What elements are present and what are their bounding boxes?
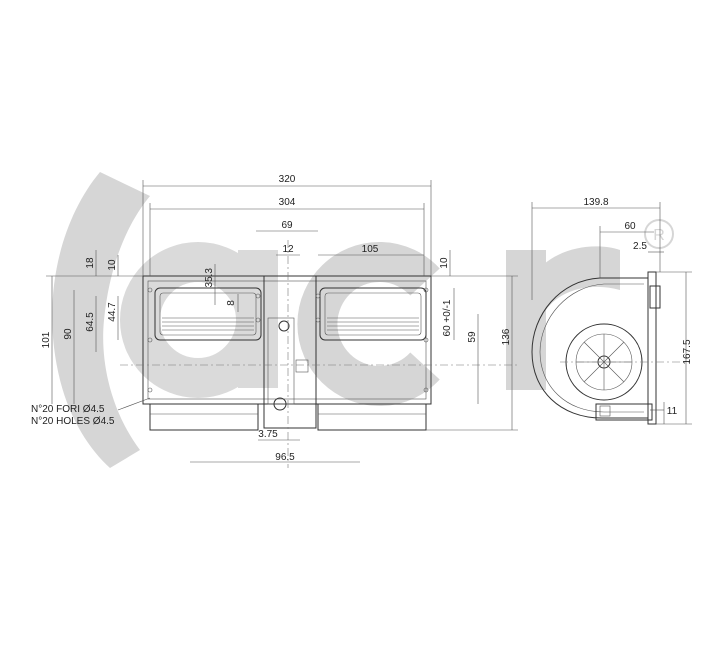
- svg-text:18: 18: [85, 257, 96, 269]
- dim-69: 69: [256, 220, 318, 232]
- dim-2-5: 2.5: [633, 241, 664, 253]
- svg-text:101: 101: [41, 331, 52, 348]
- note-holes-en: N°20 HOLES Ø4.5: [31, 416, 115, 427]
- dim-304: 304: [149, 197, 425, 276]
- dim-12: 12: [276, 244, 300, 256]
- blower-scroll: [531, 277, 649, 419]
- dim-139-8: 139.8: [531, 197, 661, 300]
- svg-text:8: 8: [226, 300, 237, 306]
- svg-text:60: 60: [624, 221, 636, 232]
- svg-text:10: 10: [107, 259, 118, 271]
- dim-8: 8: [226, 294, 239, 312]
- svg-text:10: 10: [439, 257, 450, 269]
- svg-text:136: 136: [501, 328, 512, 345]
- svg-text:69: 69: [281, 220, 293, 231]
- registered-mark-icon: [644, 219, 674, 249]
- dim-60-side: 60: [599, 221, 654, 278]
- dim-60-tol: 60 +0/-1: [442, 288, 455, 340]
- dim-320: 320: [142, 174, 432, 276]
- dim-35-3: 35.3: [204, 264, 216, 305]
- dim-101: 101: [41, 275, 143, 404]
- right-blower-outlet: [319, 287, 427, 341]
- dim-59: 59: [467, 314, 479, 404]
- motor-bracket: [263, 275, 317, 429]
- svg-text:44.7: 44.7: [107, 302, 118, 322]
- note-holes-it: N°20 FORI Ø4.5: [31, 404, 105, 415]
- watermark-logo: R: [52, 172, 674, 468]
- svg-text:35.3: 35.3: [204, 268, 215, 288]
- svg-text:11: 11: [667, 406, 678, 417]
- mounting-holes: [147, 287, 429, 393]
- svg-text:2.5: 2.5: [633, 241, 647, 252]
- dim-105: 105: [318, 244, 424, 256]
- svg-text:304: 304: [279, 197, 296, 208]
- dim-136: 136: [426, 275, 518, 431]
- svg-text:12: 12: [282, 244, 294, 255]
- svg-text:60 +0/-1: 60 +0/-1: [442, 299, 453, 336]
- dim-64-5: 64.5: [85, 296, 97, 352]
- svg-text:139.8: 139.8: [583, 197, 608, 208]
- svg-text:90: 90: [63, 328, 74, 340]
- dim-44-7: 44.7: [107, 296, 119, 340]
- dim-3-75: 3.75: [258, 429, 300, 441]
- svg-text:105: 105: [362, 244, 379, 255]
- svg-text:320: 320: [279, 174, 296, 185]
- registered-mark: R: [653, 227, 665, 244]
- svg-text:59: 59: [467, 331, 478, 343]
- left-blower-outlet: [154, 287, 262, 341]
- svg-text:167.5: 167.5: [682, 339, 693, 364]
- side-view: 139.8 60 2.5 167.5 11: [531, 197, 693, 425]
- front-view: 320 304 69 12 105 35.3 8: [31, 174, 520, 468]
- dim-18: 18: [85, 250, 97, 276]
- dim-11: 11: [650, 402, 678, 424]
- dim-10-left: 10: [107, 255, 119, 276]
- dim-10-right: 10: [439, 250, 451, 276]
- side-flange: [647, 271, 657, 425]
- svg-text:64.5: 64.5: [85, 312, 96, 332]
- dim-167-5: 167.5: [656, 271, 693, 425]
- dim-90: 90: [63, 290, 75, 404]
- dim-96-5: 96.5: [190, 452, 360, 463]
- svg-text:96.5: 96.5: [275, 452, 295, 463]
- svg-text:3.75: 3.75: [258, 429, 278, 440]
